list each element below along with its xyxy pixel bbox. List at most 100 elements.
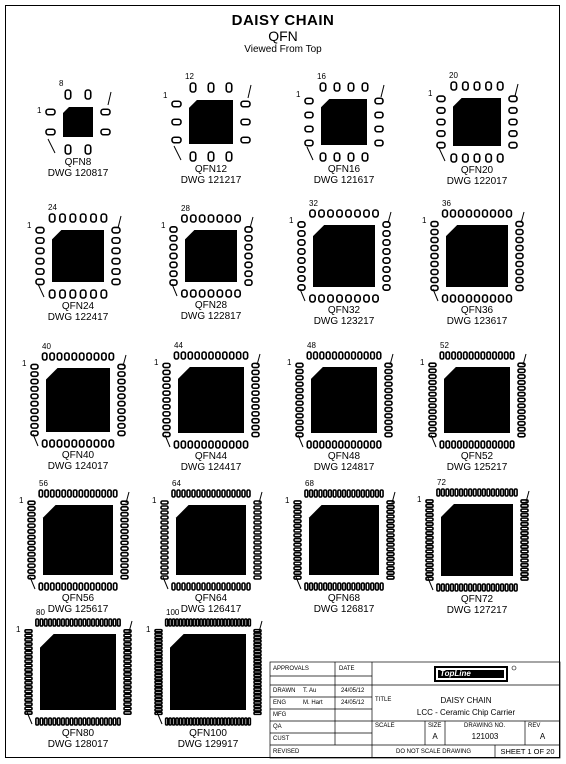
pin-pad [304, 111, 314, 119]
pin-pad [384, 394, 393, 400]
pin-pad [386, 566, 395, 571]
pin-pad [318, 489, 323, 498]
pin-pad [160, 510, 169, 515]
pin-pad [61, 582, 67, 591]
pin-pad [425, 576, 434, 581]
pin-pad [187, 351, 194, 360]
pin-pad [350, 440, 357, 449]
pin-pad [162, 424, 171, 431]
pin-pad [101, 582, 107, 591]
pin-pad [236, 582, 241, 591]
pin-pad [202, 717, 207, 726]
pin-pad [39, 717, 44, 726]
pin-pad [386, 523, 395, 529]
pin-pad [27, 574, 36, 580]
pin-pad [253, 525, 262, 530]
pin-pad [176, 489, 181, 498]
pin-pad [230, 618, 234, 627]
pin-pad [181, 582, 186, 591]
pin-pad [78, 618, 83, 627]
pin-pad [241, 582, 246, 591]
pin-one-label: 1 [154, 358, 159, 367]
pin-pad [293, 528, 302, 533]
pin-pad [382, 239, 391, 247]
pin-pad [160, 505, 169, 510]
pin-pad [376, 440, 382, 449]
pin-pad [24, 676, 33, 681]
pin-pad [199, 717, 204, 726]
pin-pad [100, 352, 107, 361]
pin-pad [295, 425, 304, 432]
pin-pad [481, 209, 489, 218]
pin-pad [439, 351, 445, 360]
pin-pad [64, 144, 72, 155]
pin-pad [171, 717, 176, 726]
pin-pad [247, 717, 252, 726]
pin-pad [160, 565, 169, 570]
corner-pin-label: 72 [437, 478, 446, 487]
pin-pad [72, 489, 78, 498]
pin-pad [192, 618, 197, 627]
pin-pad [208, 351, 214, 360]
pin-pad [430, 276, 439, 284]
pin-pad [171, 136, 182, 144]
title-line-2: LCC - Ceramic Chip Carrier [416, 708, 516, 717]
chip-dwg-number: DWG 127217 [447, 605, 508, 616]
pin-pad [253, 704, 262, 709]
pin-pad [162, 369, 171, 376]
pin-pad [226, 489, 231, 498]
pin-pad [100, 439, 107, 448]
chip-body [311, 367, 377, 433]
pin-pad [497, 209, 505, 218]
pin-pad [47, 618, 53, 627]
pin-pad [386, 556, 395, 562]
pin-pad [164, 717, 169, 726]
pin-pad [468, 440, 474, 449]
pin-pad [169, 243, 178, 251]
pin-pad [335, 209, 343, 218]
pin-pad [120, 540, 129, 546]
pin-pad [154, 656, 163, 661]
pin-pad [384, 419, 393, 425]
chain-trace [297, 434, 304, 448]
pin-pad [369, 351, 376, 360]
pin-pad [246, 582, 251, 591]
pin-pad [384, 368, 393, 375]
pin-pad [456, 440, 463, 449]
pin-pad [481, 294, 489, 303]
chain-trace [432, 288, 439, 302]
pin-pad [207, 214, 215, 223]
pin-pad [425, 540, 434, 545]
pin-one-label: 1 [146, 625, 151, 634]
pin-pad [216, 717, 221, 726]
pin-pad [215, 351, 221, 360]
pin-pad [499, 488, 505, 497]
pin-pad [497, 351, 503, 360]
pin-pad [306, 351, 312, 360]
pin-pad [515, 268, 524, 276]
pin-pad [371, 209, 379, 218]
pin-pad [319, 82, 327, 92]
pin-pad [253, 680, 262, 685]
pin-pad [430, 236, 439, 244]
pin-one-label: 1 [161, 221, 166, 230]
pin-pad [363, 351, 369, 360]
pin-pad [240, 618, 245, 627]
title-label: TITLE [375, 697, 392, 703]
pin-pad [338, 351, 344, 360]
pin-pad [317, 294, 325, 303]
pin-pad [123, 667, 132, 672]
chain-trace [47, 138, 56, 154]
scale-label: SCALE [375, 723, 395, 729]
pin-pad [93, 439, 100, 448]
chain-trace [125, 491, 130, 504]
pin-pad [61, 489, 67, 498]
logo-text: TopLine [440, 669, 471, 678]
pin-pad [449, 583, 455, 592]
pin-pad [236, 489, 241, 498]
pin-pad [361, 82, 369, 92]
pin-pad [244, 234, 253, 242]
pin-pad [499, 583, 505, 592]
